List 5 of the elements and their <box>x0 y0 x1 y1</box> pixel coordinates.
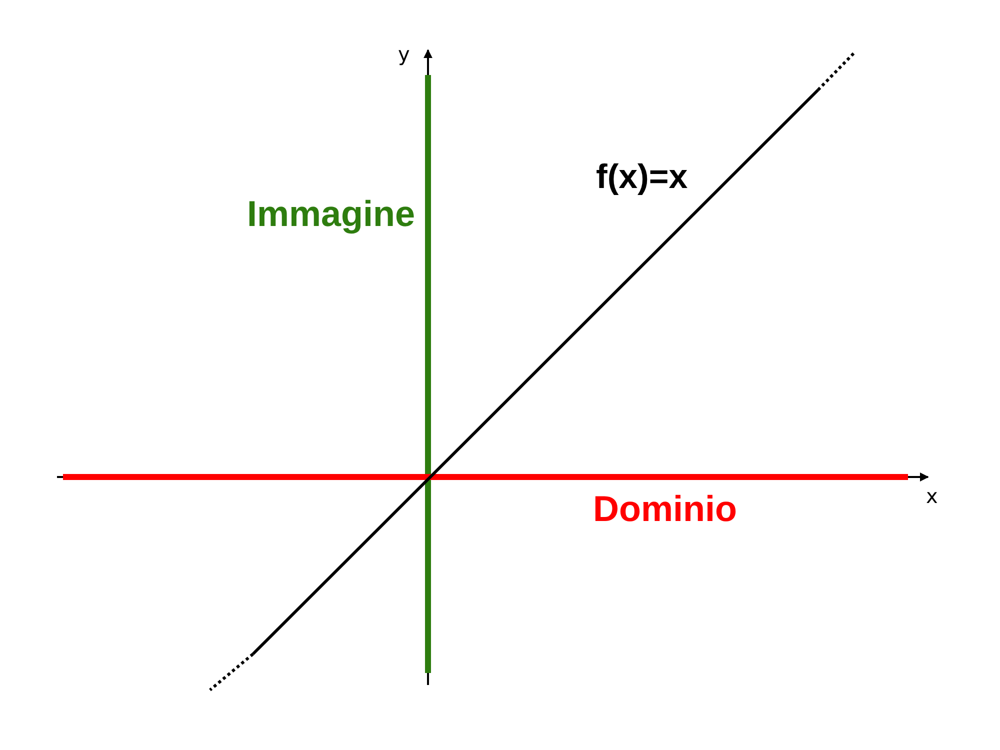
function-label: f(x)=x <box>596 160 688 194</box>
domain-label: Dominio <box>593 491 737 527</box>
image-label: Immagine <box>246 196 415 232</box>
axis-label: x <box>926 486 938 506</box>
axis-label: y <box>398 44 410 64</box>
